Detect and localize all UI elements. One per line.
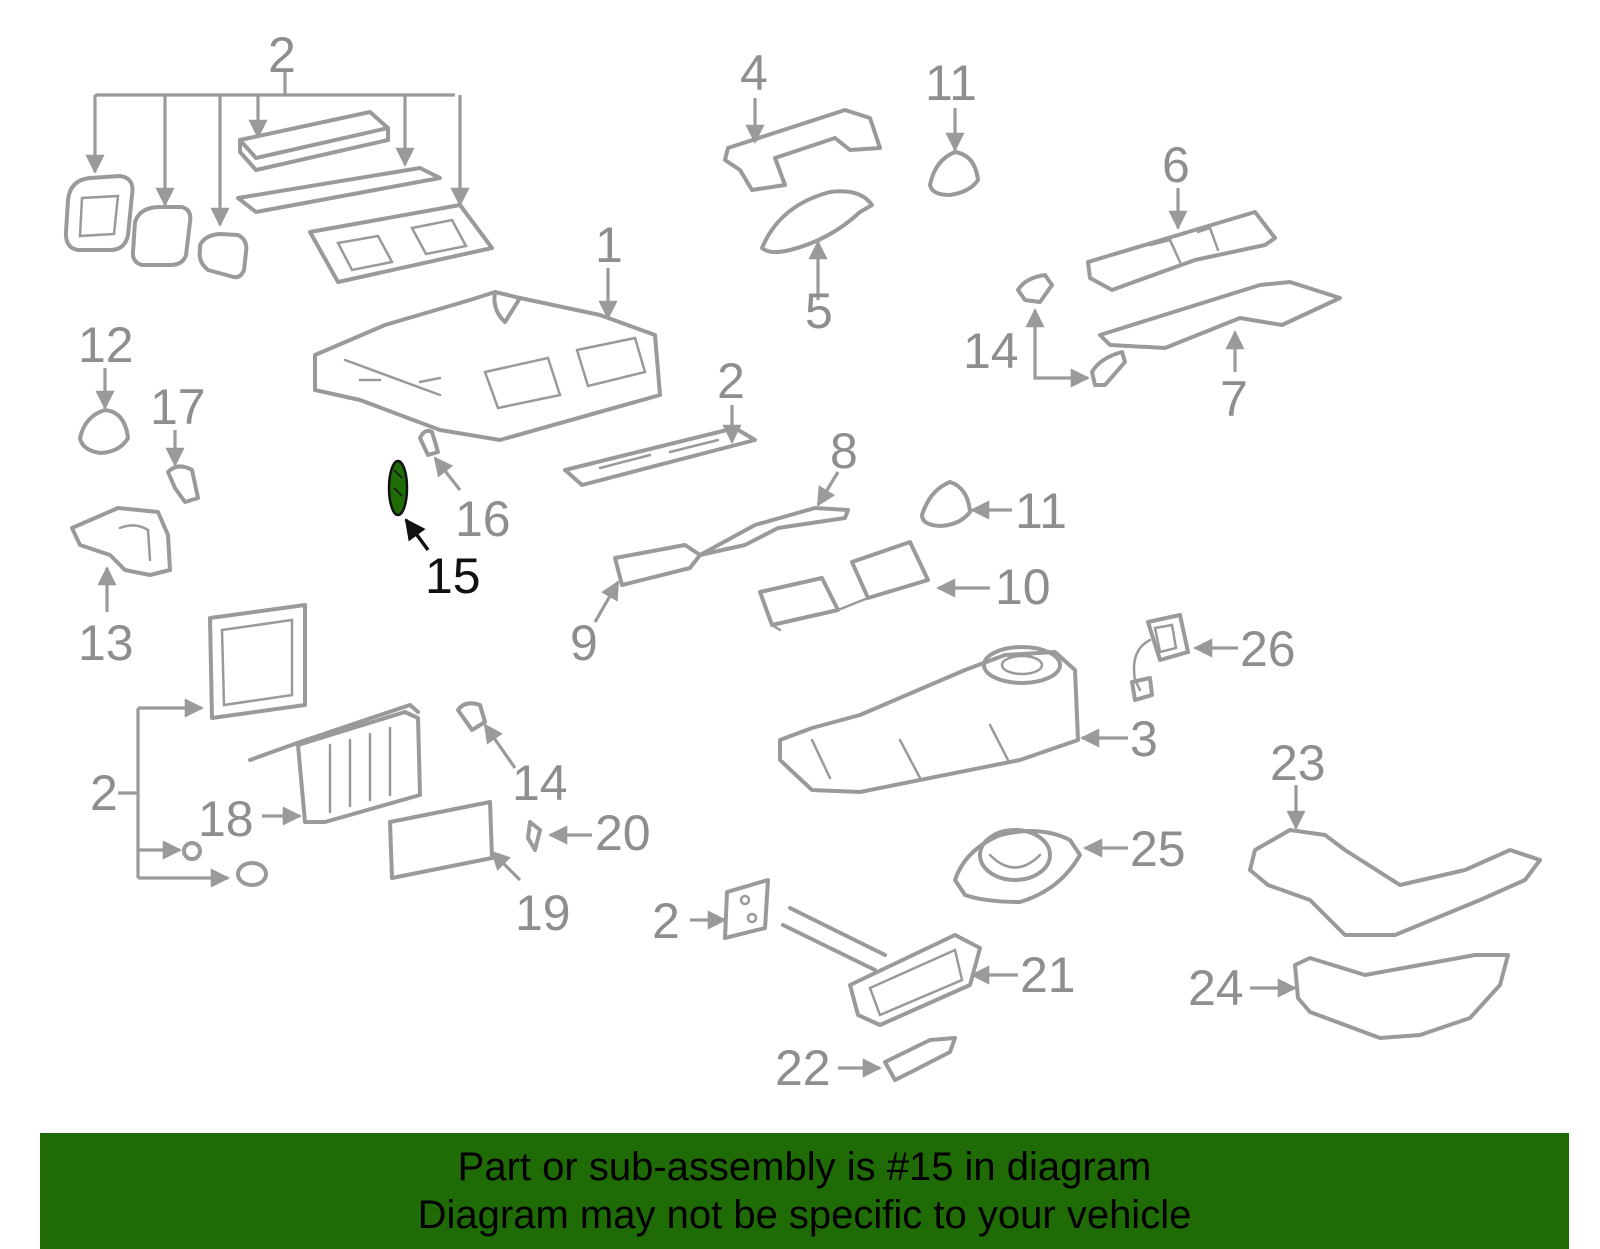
part-2-bottom-gasket (690, 878, 770, 940)
part-5-cover (760, 189, 874, 300)
part-25-blower (953, 828, 1128, 904)
part-21-heater-core (781, 906, 1018, 1027)
part-14-clip-left (456, 701, 517, 769)
part-4-bracket (723, 98, 882, 192)
part-26-sensor (1130, 613, 1238, 702)
callout-22: 22 (775, 1040, 831, 1096)
part-6-duct (1086, 188, 1277, 292)
part-23-duct (1248, 785, 1542, 937)
banner-line-2: Diagram may not be specific to your vehi… (417, 1193, 1192, 1237)
callout-25: 25 (1130, 821, 1186, 877)
callout-15[interactable]: 15 (425, 548, 481, 604)
callout-13: 13 (78, 615, 134, 671)
part-8-duct (613, 471, 850, 587)
callout-8: 8 (830, 423, 858, 479)
callout-3: 3 (1130, 711, 1158, 767)
callout-26: 26 (1240, 621, 1296, 677)
callout-16: 16 (455, 491, 511, 547)
callout-18: 18 (198, 791, 254, 847)
part-24-duct (1250, 953, 1510, 1040)
part-3-housing (778, 645, 1128, 794)
part-20-clip (526, 820, 592, 852)
part-15-highlighted[interactable] (387, 459, 430, 552)
callout-24: 24 (1188, 960, 1244, 1016)
callout-21: 21 (1020, 947, 1076, 1003)
banner-line-1: Part or sub-assembly is #15 in diagram (457, 1145, 1152, 1189)
part-18-evaporator (248, 703, 422, 826)
callout-9: 9 (570, 615, 598, 671)
callout-14-left: 14 (512, 755, 568, 811)
part-2-top-group (63, 72, 494, 284)
part-19-filter (388, 800, 522, 882)
callout-20: 20 (595, 805, 651, 861)
callout-2-mid: 2 (717, 353, 745, 409)
callout-2-bottom: 2 (652, 893, 680, 949)
callout-12: 12 (78, 317, 134, 373)
callout-10: 10 (995, 559, 1051, 615)
part-14-clips-right (1016, 273, 1127, 388)
callout-2-left: 2 (90, 765, 118, 821)
callout-4: 4 (740, 45, 768, 101)
part-2-left-group (118, 603, 307, 888)
part-1-housing (313, 268, 662, 442)
callout-19: 19 (515, 885, 571, 941)
callout-11-mid: 11 (1015, 483, 1067, 539)
part-12-cap (78, 368, 130, 455)
callout-14-right: 14 (963, 323, 1019, 379)
part-7-duct (1098, 280, 1342, 372)
part-17-clip (165, 430, 200, 504)
parts-diagram: 2 4 11 6 1 12 17 5 14 7 2 8 16 15 11 13 … (63, 27, 1542, 1096)
part-11-cap-top (928, 108, 980, 197)
part-22-bracket (838, 1036, 957, 1082)
part-13-bracket (70, 506, 172, 612)
part-9-label-anchor (593, 580, 620, 623)
callout-5: 5 (805, 283, 833, 339)
part-11-cap-mid (920, 480, 1012, 528)
callout-23: 23 (1270, 735, 1326, 791)
part-16-clip (418, 428, 462, 491)
callout-6: 6 (1162, 137, 1190, 193)
info-banner: Part or sub-assembly is #15 in diagram D… (40, 1133, 1569, 1249)
part-10-filters (758, 540, 990, 632)
callout-17: 17 (150, 379, 206, 435)
callout-7: 7 (1220, 371, 1248, 427)
callout-2-top: 2 (268, 27, 296, 83)
part-2-mid-tray (563, 405, 757, 487)
callout-1: 1 (595, 217, 623, 273)
callout-11-top: 11 (925, 55, 977, 111)
